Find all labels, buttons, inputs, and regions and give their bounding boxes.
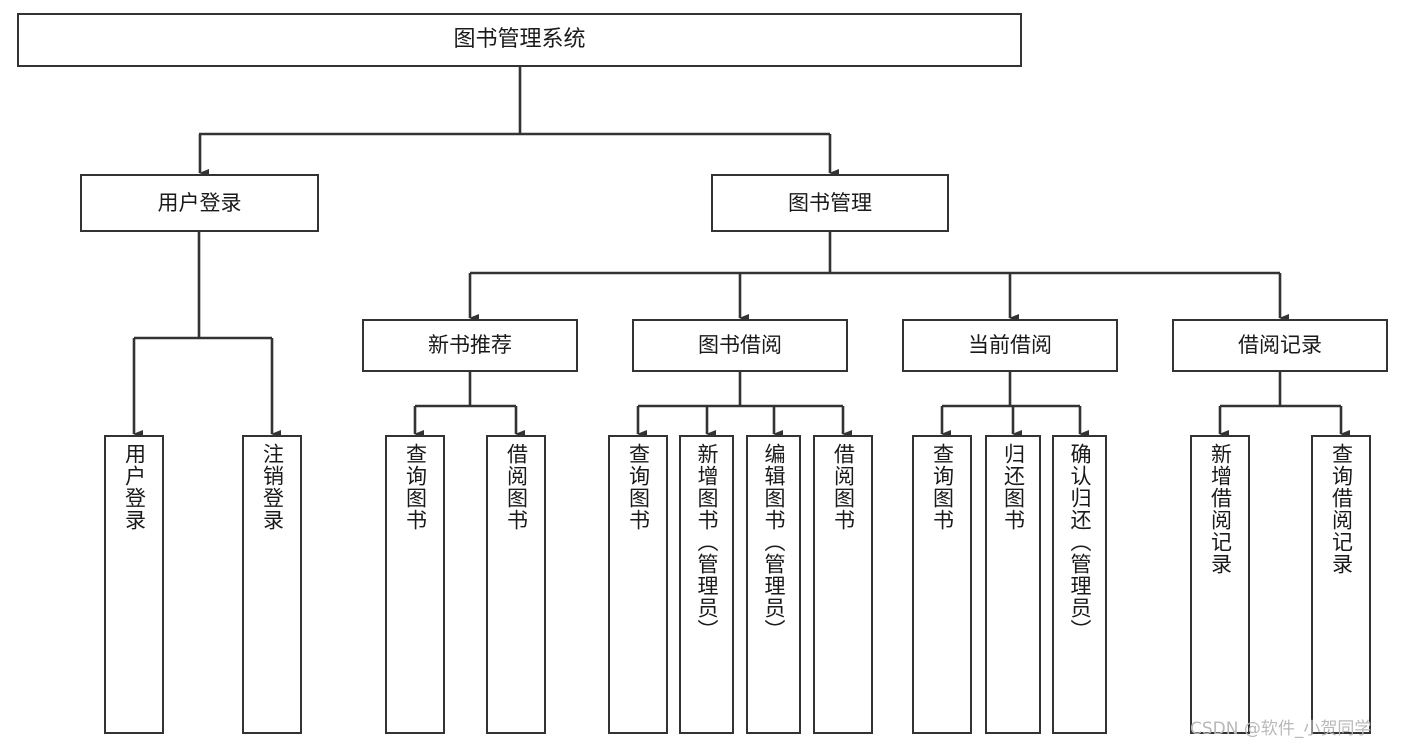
node-leaf-borrow-book-1[interactable]: 借阅图书 (486, 435, 546, 734)
node-label: 新增图书（管理员） (695, 443, 719, 641)
node-label: 用户登录 (122, 443, 147, 531)
node-label: 查询图书 (626, 443, 651, 531)
node-label: 借阅图书 (504, 443, 529, 531)
node-leaf-user-login[interactable]: 用户登录 (104, 435, 164, 734)
node-leaf-query-book-3[interactable]: 查询图书 (912, 435, 972, 734)
node-leaf-confirm-return-admin[interactable]: 确认归还（管理员） (1052, 435, 1107, 734)
node-label: 查询图书 (403, 443, 428, 531)
node-leaf-add-borrow-record[interactable]: 新增借阅记录 (1190, 435, 1250, 734)
node-new-book-recommend[interactable]: 新书推荐 (362, 319, 578, 372)
node-label: 注销登录 (260, 443, 285, 531)
node-leaf-query-borrow-record[interactable]: 查询借阅记录 (1311, 435, 1371, 734)
node-leaf-query-book-2[interactable]: 查询图书 (608, 435, 668, 734)
node-book-borrow[interactable]: 图书借阅 (632, 319, 848, 372)
node-label: 新增借阅记录 (1208, 443, 1233, 575)
node-label: 图书借阅 (698, 333, 782, 358)
node-leaf-add-book-admin[interactable]: 新增图书（管理员） (679, 435, 734, 734)
node-leaf-borrow-book-2[interactable]: 借阅图书 (813, 435, 873, 734)
node-label: 当前借阅 (968, 333, 1052, 358)
node-label: 图书管理 (788, 190, 872, 215)
node-label: 查询借阅记录 (1329, 443, 1354, 575)
node-leaf-return-book[interactable]: 归还图书 (985, 435, 1041, 734)
node-leaf-edit-book-admin[interactable]: 编辑图书（管理员） (746, 435, 801, 734)
node-borrow-record[interactable]: 借阅记录 (1172, 319, 1388, 372)
node-label: 归还图书 (1001, 443, 1026, 531)
node-root[interactable]: 图书管理系统 (17, 13, 1022, 67)
node-leaf-query-book-1[interactable]: 查询图书 (385, 435, 445, 734)
node-leaf-logout-login[interactable]: 注销登录 (242, 435, 302, 734)
node-book-manage[interactable]: 图书管理 (711, 174, 949, 232)
node-label: 图书管理系统 (453, 27, 586, 53)
node-current-borrow[interactable]: 当前借阅 (902, 319, 1118, 372)
node-user-login[interactable]: 用户登录 (80, 174, 319, 232)
node-label: 借阅图书 (831, 443, 856, 531)
node-label: 编辑图书（管理员） (762, 443, 786, 641)
node-label: 确认归还（管理员） (1068, 443, 1092, 641)
node-label: 用户登录 (157, 190, 242, 215)
csdn-watermark: CSDN @软件_小贺同学 (1190, 719, 1372, 739)
node-label: 新书推荐 (428, 333, 512, 358)
node-label: 查询图书 (930, 443, 955, 531)
node-label: 借阅记录 (1238, 333, 1322, 358)
